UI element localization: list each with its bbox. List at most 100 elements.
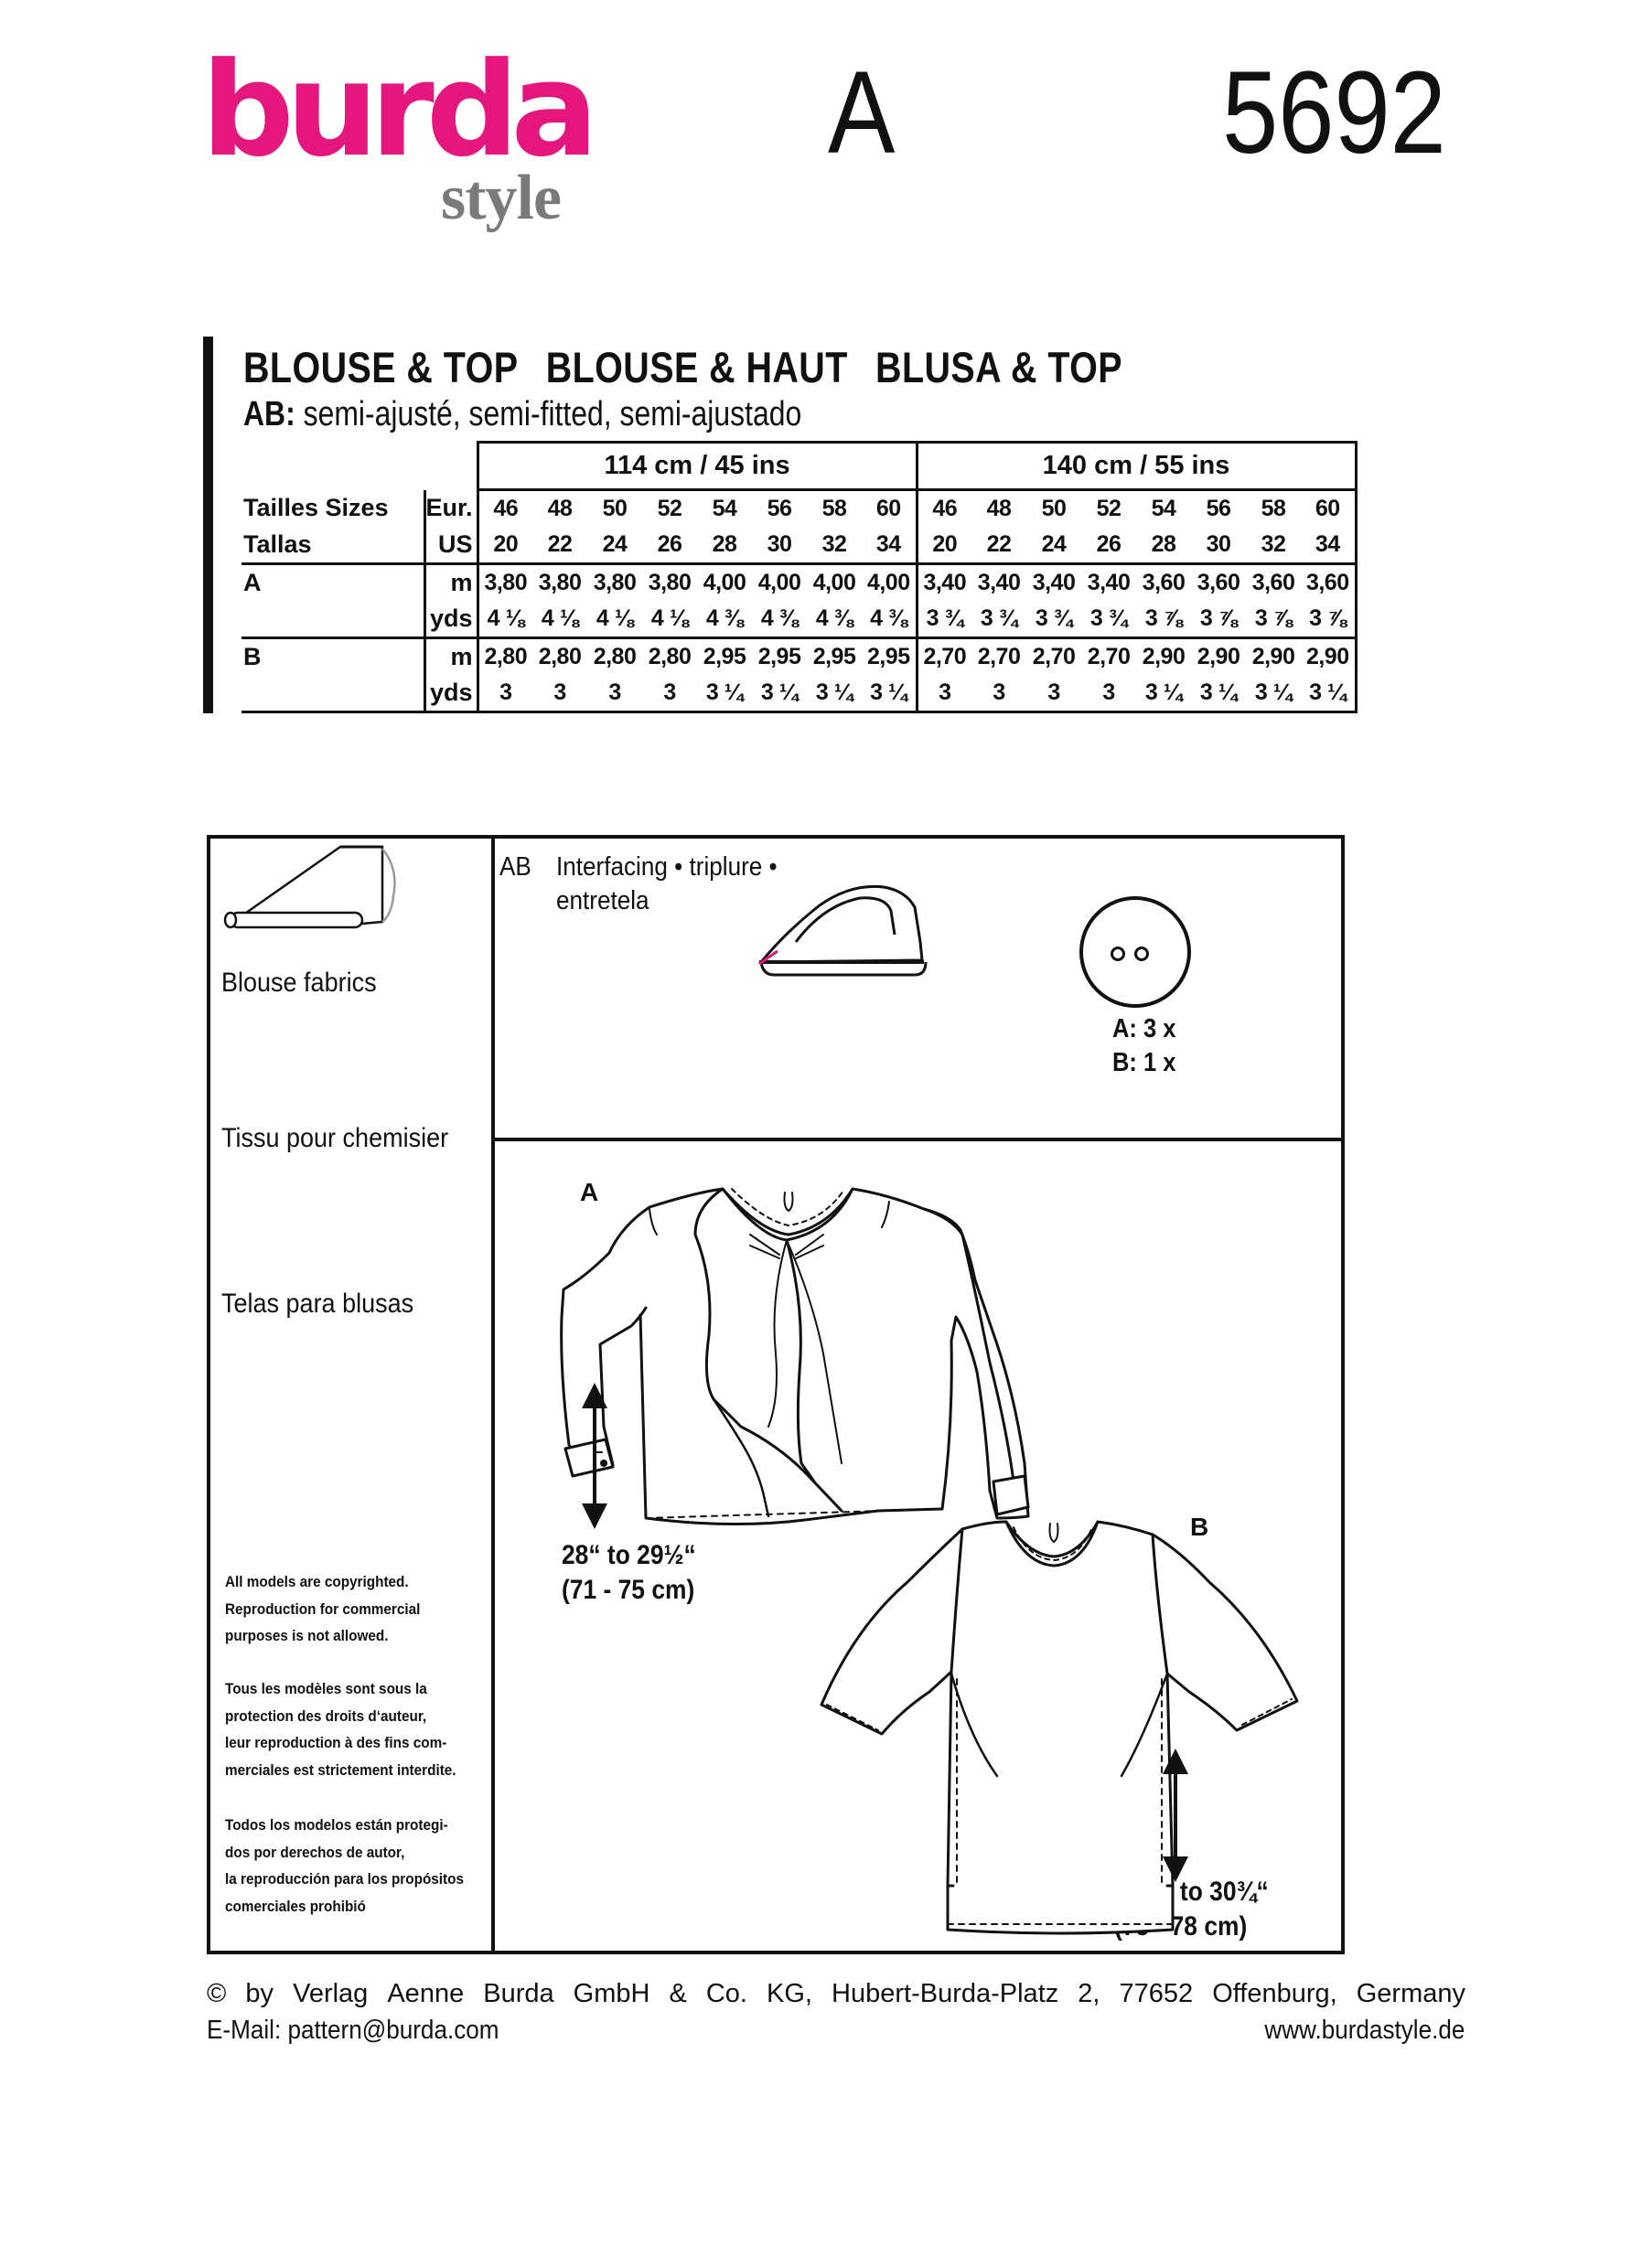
yardage-cell: 3 ¼ xyxy=(1246,675,1302,713)
footer-word: Germany xyxy=(1356,1979,1465,2008)
us-size-cell: 28 xyxy=(1136,527,1192,565)
yardage-cell: 2,95 xyxy=(703,644,746,669)
view-a-length-inches: 28“ to 29½“ xyxy=(562,1540,696,1570)
eur-size-cell: 54 xyxy=(1151,496,1176,521)
yardage-cell: 2,90 xyxy=(1197,644,1240,669)
us-size-cell: 24 xyxy=(587,527,643,565)
yardage-cell: 3 ¾ xyxy=(1081,601,1137,639)
yardage-cell: 4 ⅛ xyxy=(532,601,588,639)
yardage-cell: 4 ⅜ xyxy=(862,601,918,639)
yardage-cell: 3 ¾ xyxy=(971,601,1027,639)
pattern-number: 5692 xyxy=(1222,48,1446,178)
yardage-cell: 3 xyxy=(532,675,588,713)
us-size-cell: 20 xyxy=(915,527,972,565)
footer-email: E-Mail: pattern@burda.com xyxy=(207,2016,499,2045)
fit-description: AB: semi-ajusté, semi-fitted, semi-ajust… xyxy=(243,395,801,434)
frame-divider-vertical xyxy=(491,835,495,1954)
us-size-cell: 26 xyxy=(1081,527,1137,565)
eur-size-cell: 58 xyxy=(821,496,847,521)
yardage-cell: 2,95 xyxy=(866,644,910,669)
tallas-label: Tallas xyxy=(241,527,424,565)
yardage-cell: 3 ⅞ xyxy=(1191,601,1247,639)
eur-size-cell: 52 xyxy=(657,496,682,521)
yardage-cell: 4 ⅜ xyxy=(807,601,863,639)
view-a-label: A xyxy=(580,1178,599,1206)
yardage-cell: 3 ¾ xyxy=(915,601,972,639)
footer-word: Hubert-Burda-Platz xyxy=(832,1979,1059,2008)
us-size-cell: 34 xyxy=(862,527,918,565)
yardage-cell: 3,40 xyxy=(977,570,1021,595)
yardage-cell: 2,70 xyxy=(977,644,1021,669)
eur-size-cell: 48 xyxy=(986,496,1012,521)
yardage-cell: 3 ¼ xyxy=(1191,675,1247,713)
yardage-cell: 4,00 xyxy=(703,570,746,595)
yardage-cell: 2,80 xyxy=(593,644,637,669)
title-es: BLUSA & TOP xyxy=(875,343,1123,391)
fabric-text-en: Blouse fabrics xyxy=(221,968,377,998)
fabric-width-header: 114 cm / 45 ins xyxy=(476,441,918,491)
yardage-cell: 3,60 xyxy=(1301,563,1358,601)
view-label: A xyxy=(243,569,262,596)
copyright-line: protection des droits d‘auteur, xyxy=(225,1706,427,1725)
yardage-cell: 2,90 xyxy=(1301,637,1358,675)
materials-frame xyxy=(207,835,1345,1954)
unit-label: m xyxy=(423,637,478,675)
yardage-cell: 2,70 xyxy=(1032,644,1076,669)
us-size-cell: 26 xyxy=(642,527,698,565)
copyright-line: leur reproduction à des fins com- xyxy=(225,1734,447,1751)
view-label xyxy=(241,601,424,639)
us-size-cell: 22 xyxy=(532,527,588,565)
fabric-text-fr: Tissu pour chemisier xyxy=(221,1123,449,1153)
footer-website[interactable]: www.burdastyle.de xyxy=(1263,2016,1465,2045)
yardage-cell: 3 ¼ xyxy=(1301,675,1358,713)
unit-label: yds xyxy=(423,675,478,713)
yardage-cell: 3,80 xyxy=(648,570,692,595)
yardage-cell: 2,80 xyxy=(538,644,582,669)
yardage-cell: 3,80 xyxy=(538,570,582,595)
yardage-cell: 3 ¼ xyxy=(697,675,753,713)
table-corner xyxy=(241,443,478,490)
copyright-line: All models are copyrighted. xyxy=(225,1573,409,1590)
yardage-cell: 4 ⅛ xyxy=(587,601,643,639)
eur-size-cell: 46 xyxy=(476,489,533,527)
yardage-cell: 3 xyxy=(587,675,643,713)
copyright-line: comerciales prohibió xyxy=(225,1897,366,1915)
copyright-line: Tous les modèles sont sous la xyxy=(225,1680,427,1697)
logo-style-text: style xyxy=(441,163,562,233)
logo-burda-text: burda xyxy=(201,35,598,186)
yardage-cell: 3 ¼ xyxy=(1136,675,1192,713)
fabric-text-es: Telas para blusas xyxy=(221,1289,414,1319)
title-fr: BLOUSE & HAUT xyxy=(545,343,848,391)
footer-word: Burda xyxy=(483,1979,554,2008)
yardage-cell: 3 ⅞ xyxy=(1246,601,1302,639)
button-hole-right xyxy=(1134,947,1149,961)
footer-word: KG, xyxy=(767,1979,812,2008)
yardage-cell: 3,40 xyxy=(1087,570,1131,595)
yardage-cell: 4 ⅜ xyxy=(752,601,808,639)
yardage-cell: 3 xyxy=(915,675,972,713)
yardage-cell: 3,40 xyxy=(1032,570,1076,595)
frame-divider-horizontal xyxy=(491,1138,1345,1141)
interfacing-text-line1: Interfacing • triplure • xyxy=(556,852,778,882)
yardage-cell: 4 ⅜ xyxy=(697,601,753,639)
eur-size-cell: 52 xyxy=(1096,496,1121,521)
yardage-cell: 3 ¼ xyxy=(752,675,808,713)
footer-word: Verlag xyxy=(293,1979,369,2008)
eur-size-cell: 50 xyxy=(602,496,628,521)
yardage-cell: 2,95 xyxy=(757,644,801,669)
yardage-cell: 3 ⅞ xyxy=(1136,601,1192,639)
yardage-cell: 3 xyxy=(476,675,533,713)
yardage-cell: 3,60 xyxy=(1197,570,1240,595)
view-b-length-inches: 29½“ to 30¾“ xyxy=(1114,1877,1269,1907)
button-count-a: A: 3 x xyxy=(1112,1014,1176,1043)
us-size-cell: 22 xyxy=(971,527,1027,565)
fit-text: semi-ajusté, semi-fitted, semi-ajustado xyxy=(303,395,802,433)
footer-word: 77652 xyxy=(1119,1979,1194,2008)
yardage-cell: 4 ⅛ xyxy=(476,601,533,639)
